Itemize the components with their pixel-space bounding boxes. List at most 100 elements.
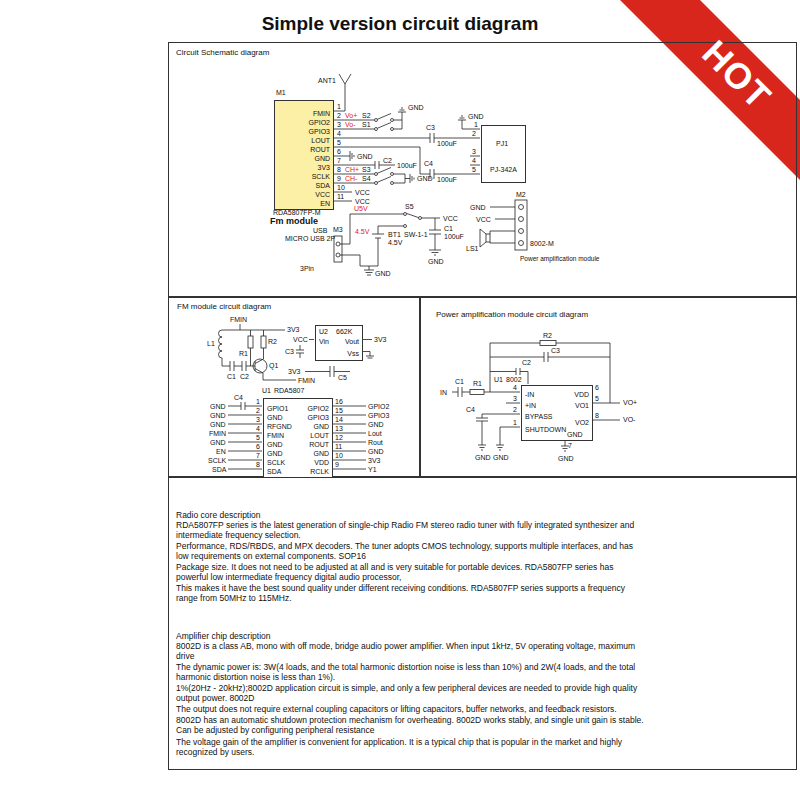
schematic-label: C4	[424, 160, 433, 167]
schematic-label: Vo+	[345, 112, 357, 119]
schematic-label: 12	[335, 434, 343, 441]
description-text: 1%(20Hz - 20kHz);8002D application circu…	[176, 684, 646, 704]
schematic-label: VO+	[623, 399, 637, 406]
connector-symbol	[334, 236, 342, 262]
schematic-label: Y1	[368, 466, 377, 473]
transistor-symbol	[253, 359, 267, 373]
schematic-label: C3	[551, 347, 560, 354]
schematic-label: 6	[337, 148, 341, 155]
description-text: Amplifier chip description	[176, 632, 270, 641]
schematic-label: 2	[472, 130, 476, 137]
schematic-label: 13	[335, 425, 343, 432]
pin-name: FMIN	[267, 432, 284, 439]
schematic-label: M1	[276, 89, 286, 96]
schematic-label: S3	[362, 166, 371, 173]
connector-pin	[519, 205, 524, 210]
pin-name: -IN	[525, 391, 534, 398]
pin-name: VO1	[575, 402, 589, 409]
schematic-label: U1	[262, 387, 271, 394]
schematic-label: S5	[405, 203, 414, 210]
schematic-label: Q1	[269, 362, 278, 369]
description-text: RDA5807FP series is the latest generatio…	[176, 521, 646, 541]
switch-contact	[391, 128, 394, 131]
pin-name: GND	[267, 450, 283, 457]
schematic-label: VCC	[355, 198, 370, 205]
schematic-label: 11	[335, 443, 342, 450]
schematic-label: Vo-	[345, 121, 356, 128]
description-text: Radio core description	[176, 511, 261, 520]
diagram-title: Simple version circuit diagram	[0, 14, 800, 33]
pin-name: GPIO1	[267, 405, 288, 412]
schematic-label: C1	[455, 378, 464, 385]
schematic-label: SCLK	[208, 457, 226, 464]
pin-name: BYPASS	[525, 413, 553, 420]
schematic-label: RDA5807	[274, 387, 304, 394]
schematic-label: GND	[210, 412, 226, 419]
speaker-symbol	[486, 234, 490, 242]
pin-name: ROUT	[310, 146, 330, 153]
panel-heading: FM module circuit diagram	[177, 303, 271, 311]
schematic-label: USB	[313, 227, 327, 234]
schematic-label: 15	[335, 407, 343, 414]
schematic-label: 8	[595, 412, 599, 419]
pin-name: GND	[267, 414, 283, 421]
schematic-label: M2	[516, 191, 526, 198]
description-text: The dynamic power is: 3W(4 loads, and th…	[176, 663, 646, 683]
pin-name: GND	[267, 441, 283, 448]
schematic-label: 6	[256, 443, 260, 450]
pin-name: VDD	[574, 391, 589, 398]
switch-contact	[404, 225, 407, 228]
schematic-label: M3	[333, 226, 343, 233]
pin-name: 3V3	[318, 164, 330, 171]
schematic-label: 3V3	[287, 326, 299, 333]
switch-contact	[404, 213, 407, 216]
schematic-label: 3	[513, 395, 517, 402]
schematic-label: GND	[368, 421, 384, 428]
pin-name: GPIO2	[308, 405, 329, 412]
schematic-label: GND	[417, 175, 433, 182]
switch-contact	[391, 119, 394, 122]
schematic-label: 5	[256, 434, 260, 441]
pin-name: RCLK	[310, 468, 329, 475]
schematic-label: 4	[513, 384, 517, 391]
schematic-label: 10	[335, 452, 343, 459]
schematic-label: 7	[337, 157, 341, 164]
schematic-label: GND	[470, 204, 486, 211]
schematic-label: 1	[256, 398, 260, 405]
pin-name: VCC	[315, 191, 330, 198]
connector-pin	[336, 253, 340, 257]
schematic-label: C3	[426, 124, 435, 131]
schematic-label: EN	[216, 448, 226, 455]
schematic-label: IN	[440, 389, 447, 396]
connector-pin	[519, 241, 524, 246]
chip-box: -IN+INBYPASSSHUTDOWNVDDVO1VO2GND	[521, 385, 593, 441]
schematic-label: 3	[472, 148, 476, 155]
pin-name: EN	[320, 200, 330, 207]
pin-name: Vin	[319, 338, 329, 345]
pin-name: LOUT	[311, 137, 330, 144]
resistor-symbol	[261, 336, 266, 348]
schematic-label: 100uF	[444, 233, 464, 240]
pin-name: LOUT	[310, 432, 329, 439]
schematic-label: 5	[472, 166, 476, 173]
resistor-symbol	[248, 336, 253, 348]
panel: Power amplification module circuit diagr…	[420, 297, 797, 477]
schematic-label: CH-	[345, 175, 357, 182]
switch-contact	[391, 182, 394, 185]
resistor-symbol	[470, 390, 484, 395]
pin-name: GPIO3	[309, 128, 330, 135]
schematic-label: 6	[595, 384, 599, 391]
schematic-label: R2	[543, 332, 552, 339]
schematic-label: 3	[337, 121, 341, 128]
chip-box: FMINGPIO2GPIO3LOUTROUTGND3V3SCLKSDAVCCEN	[274, 100, 334, 210]
pin-name: U2	[319, 328, 328, 335]
schematic-label: 3	[256, 416, 260, 423]
schematic-label: 8	[256, 461, 260, 468]
schematic-label: 4	[337, 130, 341, 137]
schematic-label: 4.5V	[355, 228, 369, 235]
pin-name: FMIN	[313, 110, 330, 117]
schematic-label: GND	[408, 104, 424, 111]
schematic-label: S1	[362, 121, 371, 128]
